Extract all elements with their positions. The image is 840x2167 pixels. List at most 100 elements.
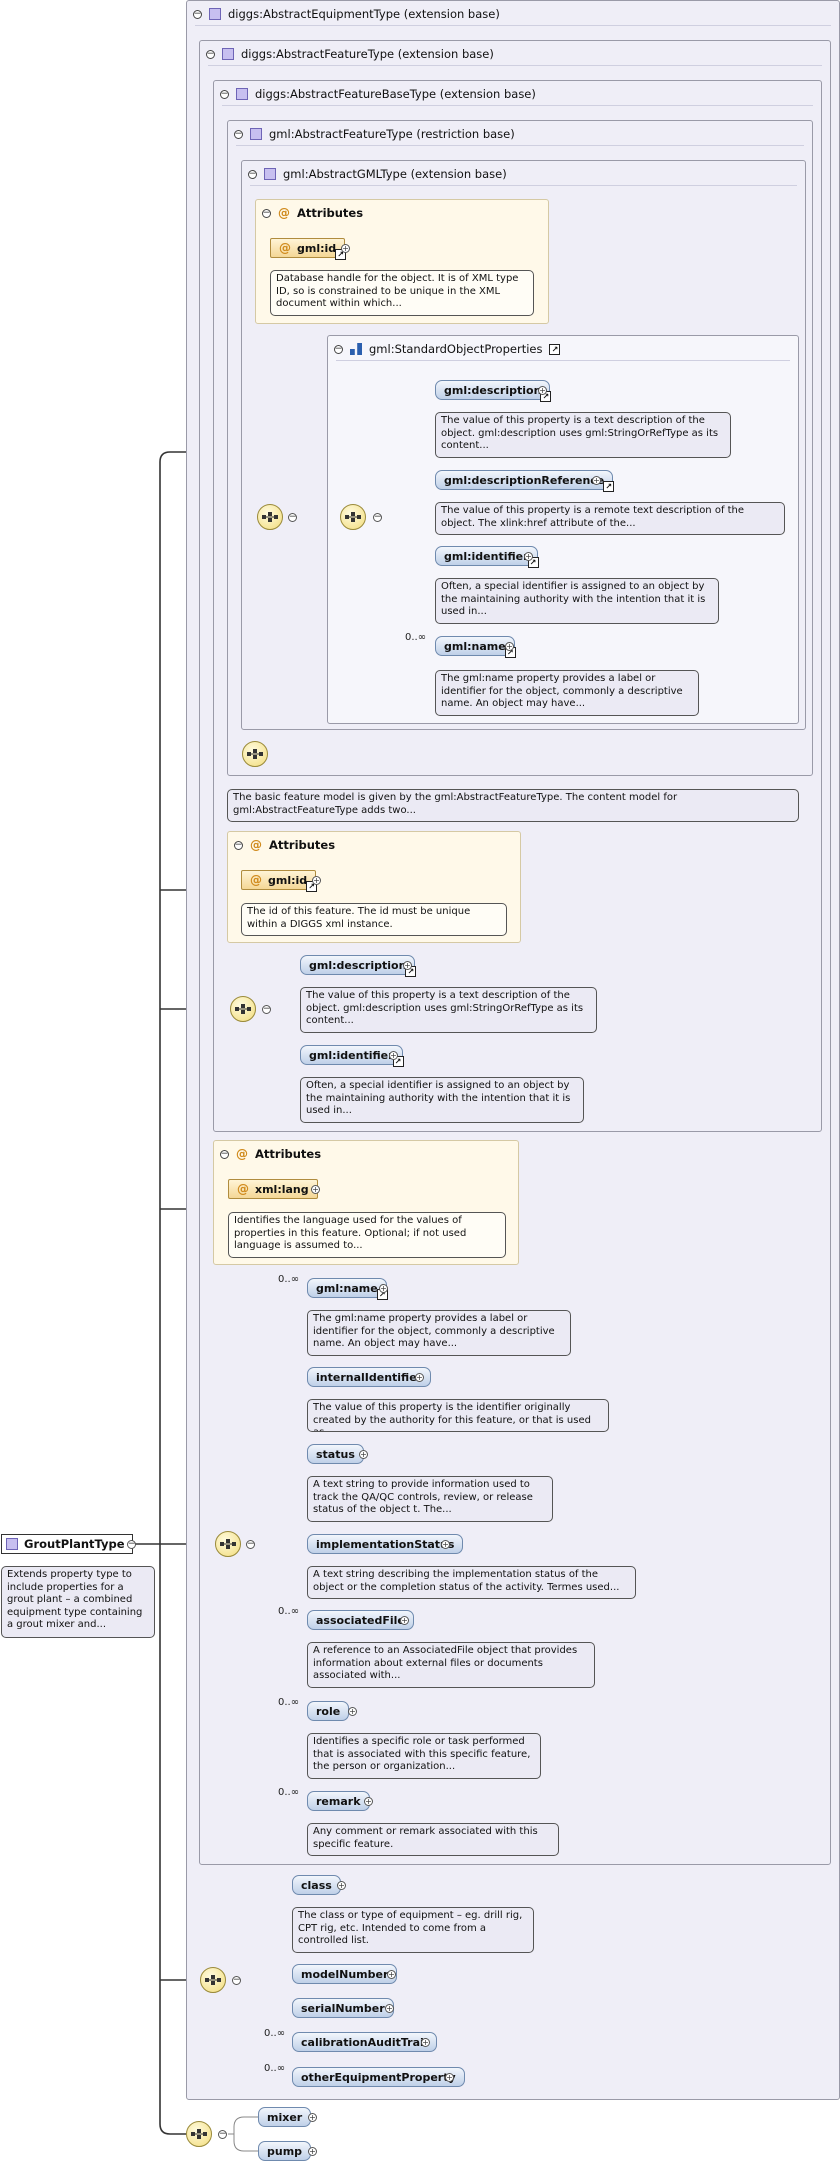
gml-identifier-doc: Often, a special identifier is assigned … (435, 578, 719, 624)
expand-plus-icon[interactable]: + (389, 1051, 398, 1060)
element-gml-identifier-base[interactable]: gml:identifier (300, 1045, 404, 1067)
collapse-minus-icon[interactable]: − (234, 128, 243, 139)
expand-plus-icon[interactable]: + (359, 1450, 368, 1459)
reference-arrow-icon[interactable]: ↗ (549, 343, 561, 355)
expand-plus-icon[interactable]: + (385, 2004, 394, 2013)
gml-description-base-doc: The value of this property is a text des… (300, 987, 597, 1033)
attribute-label: gml:id (297, 241, 337, 255)
attribute-icon: @ (279, 241, 291, 255)
complex-type-icon (250, 128, 262, 140)
sequence-compositor-icon[interactable] (242, 741, 268, 767)
collapse-minus-icon[interactable]: − (218, 2129, 227, 2139)
gml-type-header: − gml:AbstractGMLType (extension base) (248, 165, 507, 183)
expand-plus-icon[interactable]: + (308, 2147, 317, 2156)
sequence-compositor-icon[interactable] (340, 504, 366, 530)
expand-plus-icon[interactable]: + (403, 961, 412, 970)
expand-plus-icon[interactable]: + (421, 2038, 430, 2047)
element-status[interactable]: status (307, 1444, 364, 1464)
attribute-gml-id-feature[interactable]: @ gml:id (241, 870, 318, 892)
expand-plus-icon[interactable]: + (337, 1881, 346, 1890)
feature-type-label: diggs:AbstractFeatureType (extension bas… (241, 47, 494, 61)
collapse-minus-icon[interactable]: − (234, 839, 243, 850)
attributes-label: Attributes (269, 838, 336, 852)
feature-type-header: − diggs:AbstractFeatureType (extension b… (206, 45, 494, 63)
collapse-minus-icon[interactable]: − (248, 168, 257, 179)
element-label: serialNumber (301, 2001, 385, 2015)
collapse-minus-icon[interactable]: − (232, 1975, 241, 1985)
sequence-compositor-icon[interactable] (200, 1967, 226, 1993)
root-type-doc: Extends property type to include propert… (1, 1566, 155, 1638)
attribute-label: gml:id (268, 873, 308, 887)
collapse-minus-icon[interactable]: − (220, 1148, 229, 1159)
expand-plus-icon[interactable]: + (348, 1707, 357, 1716)
element-serial-number[interactable]: serialNumber (292, 1998, 394, 2018)
attribute-xml-lang[interactable]: @ xml:lang (228, 1179, 318, 1199)
header-divider (336, 360, 790, 361)
cardinality-label: 0..∞ (278, 1697, 300, 1708)
element-implementation-status[interactable]: implementationStatus (307, 1534, 464, 1554)
sequence-compositor-icon[interactable] (230, 996, 256, 1022)
collapse-minus-icon[interactable]: − (334, 343, 343, 354)
expand-plus-icon[interactable]: + (538, 386, 547, 395)
gml-identifier-base-doc: Often, a special identifier is assigned … (300, 1077, 584, 1123)
element-associated-file[interactable]: associatedFile (307, 1610, 414, 1630)
expand-plus-icon[interactable]: + (441, 1540, 450, 1549)
attributes-header: − @ Attributes (262, 204, 363, 222)
element-gml-name[interactable]: gml:name (435, 636, 516, 658)
expand-plus-icon[interactable]: + (387, 1970, 396, 1979)
element-gml-description[interactable]: gml:description (435, 380, 552, 402)
expand-plus-icon[interactable]: + (524, 552, 533, 561)
collapse-minus-icon[interactable]: − (246, 1539, 255, 1549)
element-gml-identifier[interactable]: gml:identifier (435, 546, 539, 568)
collapse-minus-icon[interactable]: − (262, 1004, 271, 1014)
element-calibration-audit-trail[interactable]: calibrationAuditTrail (292, 2032, 437, 2052)
collapse-minus-icon[interactable]: − (262, 207, 271, 218)
element-label: associatedFile (316, 1613, 405, 1627)
gml-type-label: gml:AbstractGMLType (extension base) (283, 167, 507, 181)
element-internal-identifier[interactable]: internalIdentifier (307, 1367, 432, 1387)
expand-plus-icon[interactable]: + (312, 876, 321, 885)
gml-name-feature-doc: The gml:name property provides a label o… (307, 1310, 571, 1356)
role-doc: Identifies a specific role or task perfo… (307, 1733, 541, 1779)
collapse-minus-icon[interactable]: − (220, 88, 229, 99)
element-model-number[interactable]: modelNumber (292, 1964, 398, 1984)
expand-plus-icon[interactable]: + (364, 1797, 373, 1806)
class-doc: The class or type of equipment – eg. dri… (292, 1907, 534, 1953)
expand-plus-icon[interactable]: + (379, 1284, 388, 1293)
xml-lang-doc: Identifies the language used for the val… (228, 1212, 506, 1258)
expand-plus-icon[interactable]: + (415, 1373, 424, 1382)
collapse-minus-icon[interactable]: − (288, 512, 297, 522)
cardinality-label: 0..∞ (278, 1606, 300, 1617)
sequence-compositor-icon[interactable] (215, 1531, 241, 1557)
element-label: modelNumber (301, 1967, 389, 1981)
element-mixer[interactable]: mixer (258, 2107, 312, 2127)
collapse-minus-icon[interactable]: − (193, 8, 202, 19)
expand-plus-icon[interactable]: + (592, 476, 601, 485)
expand-plus-icon[interactable]: + (311, 1185, 320, 1194)
root-type-node[interactable]: GroutPlantType (1, 1534, 133, 1554)
collapse-minus-icon[interactable]: − (373, 512, 382, 522)
internal-identifier-doc: The value of this property is the identi… (307, 1399, 609, 1432)
element-other-equipment-property[interactable]: otherEquipmentProperty (292, 2067, 465, 2087)
element-class[interactable]: class (292, 1875, 341, 1895)
element-gml-name-feature[interactable]: gml:name (307, 1278, 388, 1300)
expand-plus-icon[interactable]: + (341, 244, 350, 253)
sequence-compositor-icon[interactable] (257, 504, 283, 530)
expand-plus-icon[interactable]: + (308, 2113, 317, 2122)
expand-plus-icon[interactable]: + (400, 1616, 409, 1625)
attribute-gml-id[interactable]: @ gml:id (270, 238, 347, 260)
expand-plus-icon[interactable]: + (445, 2073, 454, 2082)
expand-plus-icon[interactable]: + (505, 642, 514, 651)
element-remark[interactable]: remark (307, 1791, 370, 1811)
element-label: gml:identifier (444, 549, 529, 563)
element-gml-description-base[interactable]: gml:description (300, 955, 417, 977)
sequence-compositor-icon[interactable] (186, 2121, 212, 2147)
attributes-label: Attributes (255, 1147, 322, 1161)
collapse-minus-icon[interactable]: − (206, 48, 215, 59)
element-label: gml:name (444, 639, 506, 653)
collapse-minus-icon[interactable]: − (127, 1539, 136, 1549)
element-label: gml:descriptionReference (444, 473, 605, 487)
element-gml-description-reference[interactable]: gml:descriptionReference (435, 470, 615, 492)
element-pump[interactable]: pump (258, 2141, 312, 2161)
element-role[interactable]: role (307, 1701, 350, 1721)
